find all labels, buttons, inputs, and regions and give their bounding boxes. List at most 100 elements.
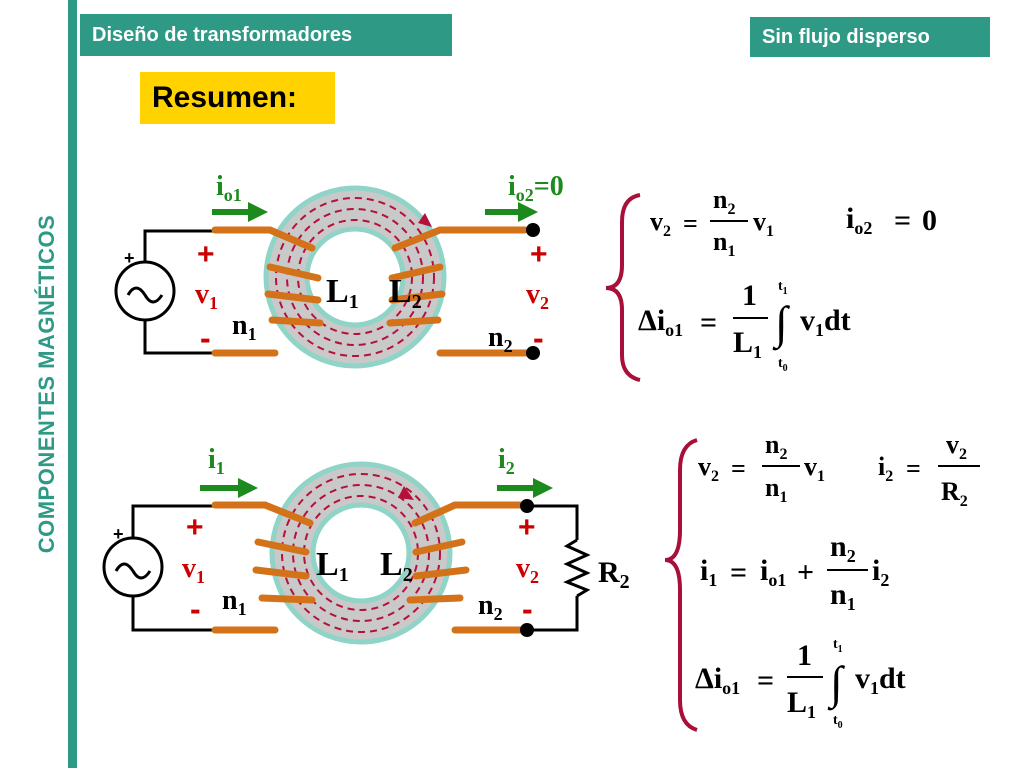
top-voltage-source xyxy=(114,260,176,322)
bottom-flux-arrow-icon xyxy=(398,486,414,500)
bottom-resistor-icon xyxy=(563,538,591,598)
bottom-v1-minus: - xyxy=(190,591,201,627)
bottom-current-out-label: i2 xyxy=(498,444,515,478)
svg-text:0: 0 xyxy=(922,204,937,237)
top-v1-minus: - xyxy=(200,320,211,356)
equations-bottom-brace-icon xyxy=(664,438,698,732)
top-v1-label: v1 xyxy=(195,279,218,313)
svg-text:=: = xyxy=(700,306,717,339)
top-current-out-arrow-icon xyxy=(518,202,538,222)
bottom-R2-label: R2 xyxy=(598,556,630,593)
top-primary-winding xyxy=(211,226,324,357)
bottom-secondary-winding xyxy=(406,501,529,634)
header-left-title: Diseño de transformadores xyxy=(80,14,452,56)
bottom-flux-line-2 xyxy=(292,484,430,622)
eq-bottom-delta-io1: Δio1 = 1 L1 ∫ t1 t0 v1dt xyxy=(695,637,906,731)
top-output-terminal-plus xyxy=(526,223,540,237)
svg-text:∫: ∫ xyxy=(772,297,790,351)
top-flux-line-1 xyxy=(275,197,435,357)
top-v2-minus: - xyxy=(533,320,544,356)
top-n1-label: n1 xyxy=(232,310,257,344)
svg-text:n2: n2 xyxy=(713,185,735,218)
svg-text:i2: i2 xyxy=(872,554,889,590)
svg-text:i2: i2 xyxy=(878,452,893,485)
svg-text:v2: v2 xyxy=(650,207,671,240)
top-current-in-arrow-icon xyxy=(248,202,268,222)
svg-text:=: = xyxy=(906,454,921,483)
bottom-core-inner xyxy=(310,502,412,604)
bottom-output-terminal-minus xyxy=(520,623,534,637)
header-left-title-text: Diseño de transformadores xyxy=(92,23,353,46)
top-secondary-winding xyxy=(386,226,534,357)
summary-title: Resumen: xyxy=(140,72,335,124)
svg-text:R2: R2 xyxy=(941,477,968,510)
equations-top: v2 = n2 n1 v1 io2 = 0 Δio1 = 1 L1 ∫ t1 t… xyxy=(605,185,937,382)
summary-title-text: Resumen: xyxy=(152,81,298,114)
bottom-source-wire-upper xyxy=(131,504,215,538)
svg-text:v1: v1 xyxy=(804,452,825,485)
svg-text:v2: v2 xyxy=(946,430,967,463)
top-current-out-label: io2=0 xyxy=(508,171,564,205)
bottom-flux-line-1 xyxy=(281,473,441,633)
equations-bottom: v2 = n2 n1 v1 i2 = v2 R2 i1 = io1 + n2 n… xyxy=(664,430,980,732)
top-L2-label: L2 xyxy=(389,273,422,313)
bottom-source-plus: + xyxy=(113,524,124,544)
bottom-current-out-arrow-icon xyxy=(533,478,553,498)
top-n2-label: n2 xyxy=(488,322,513,356)
svg-text:t1: t1 xyxy=(778,279,788,297)
bottom-n2-label: n2 xyxy=(478,590,503,624)
header-right-title: Sin flujo disperso xyxy=(750,17,990,57)
svg-text:∫: ∫ xyxy=(827,657,845,711)
svg-text:=: = xyxy=(894,204,911,237)
svg-text:=: = xyxy=(757,664,774,697)
svg-text:v1dt: v1dt xyxy=(855,662,906,698)
svg-text:Δio1: Δio1 xyxy=(638,304,683,340)
bottom-voltage-source xyxy=(102,536,164,598)
bottom-L2-label: L2 xyxy=(380,546,413,586)
top-flux-arrow-icon xyxy=(418,213,432,227)
svg-text:n2: n2 xyxy=(830,530,856,566)
eq-top-voltage-ratio: v2 = n2 n1 v1 xyxy=(650,185,774,260)
svg-text:io2: io2 xyxy=(846,202,872,238)
svg-text:t0: t0 xyxy=(833,713,843,731)
bottom-primary-winding xyxy=(211,501,316,634)
bottom-v1-label: v1 xyxy=(182,553,205,587)
top-v2-plus: + xyxy=(530,238,548,271)
svg-text:n1: n1 xyxy=(713,227,735,260)
svg-text:=: = xyxy=(683,209,698,238)
svg-text:i1: i1 xyxy=(700,554,717,590)
svg-text:n1: n1 xyxy=(830,578,856,614)
svg-text:L1: L1 xyxy=(733,326,762,362)
bottom-v2-label: v2 xyxy=(516,553,539,587)
top-source-sine-icon xyxy=(126,286,164,304)
svg-text:v2: v2 xyxy=(698,452,719,485)
svg-text:L1: L1 xyxy=(787,686,816,722)
bottom-current-in-arrow-icon xyxy=(238,478,258,498)
side-accent-bar xyxy=(68,0,77,768)
top-source-wire-lower xyxy=(143,320,215,355)
top-circuit: + io1 xyxy=(114,171,564,369)
top-v1-plus: + xyxy=(197,238,215,271)
svg-text:=: = xyxy=(731,454,746,483)
bottom-load-wire-upper xyxy=(527,504,579,540)
bottom-output-terminal-plus xyxy=(520,499,534,513)
svg-text:+: + xyxy=(797,556,814,589)
eq-top-delta-io1: Δio1 = 1 L1 ∫ t1 t0 v1dt xyxy=(638,279,851,374)
bottom-n1-label: n1 xyxy=(222,585,247,619)
top-L1-label: L1 xyxy=(326,273,359,313)
svg-text:v1: v1 xyxy=(753,207,774,240)
bottom-load-wire-lower xyxy=(527,596,579,632)
svg-text:t0: t0 xyxy=(778,356,788,374)
bottom-v2-minus: - xyxy=(522,591,533,627)
eq-bottom-voltage-ratio: v2 = n2 n1 v1 xyxy=(698,430,825,506)
top-flux-line-2 xyxy=(286,208,424,346)
eq-top-io2-zero: io2 = 0 xyxy=(846,202,937,238)
svg-text:io1: io1 xyxy=(760,554,786,590)
top-source-wire-upper xyxy=(143,229,215,262)
bottom-v1-plus: + xyxy=(186,511,204,544)
svg-text:Δio1: Δio1 xyxy=(695,662,740,698)
top-source-plus: + xyxy=(124,248,135,268)
svg-text:n2: n2 xyxy=(765,430,787,463)
bottom-source-wire-lower xyxy=(131,596,215,632)
